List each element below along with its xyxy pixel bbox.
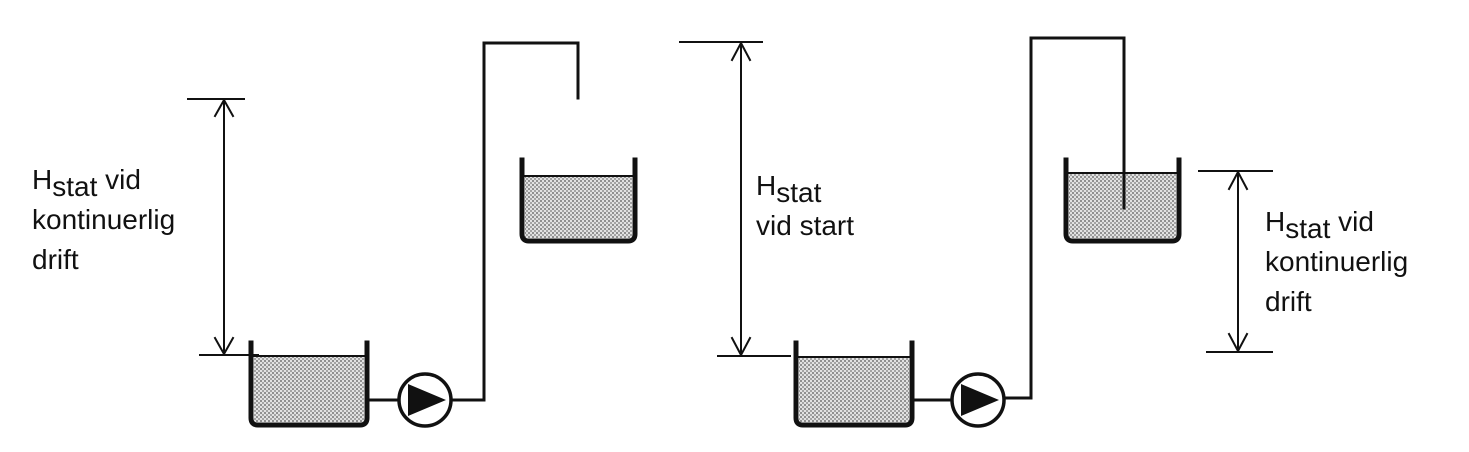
arrow-down-icon (730, 336, 752, 358)
arrow-down-icon (213, 336, 235, 357)
right-start-dimension (679, 40, 791, 358)
left-lower-tank (248, 340, 370, 428)
arrow-up-icon (213, 97, 235, 118)
arrow-up-icon (730, 40, 752, 62)
right-lower-tank (793, 340, 915, 428)
left-discharge-pipe (449, 41, 580, 402)
right-continuous-dimension (1198, 169, 1273, 354)
left-dimension (187, 97, 259, 357)
left-upper-tank (519, 157, 638, 244)
arrow-down-icon (1227, 332, 1249, 354)
arrow-up-icon (1227, 169, 1249, 191)
right-hstat-start-label: Hstat vid start (756, 170, 855, 241)
left-system (187, 41, 638, 428)
pump-icon (950, 372, 1006, 428)
pump-icon (397, 372, 453, 428)
right-upper-tank (1063, 157, 1182, 244)
right-hstat-continuous-label: Hstat vid kontinuerlig drift (1265, 206, 1409, 317)
right-system (679, 36, 1273, 428)
left-hstat-continuous-label: Hstat vid kontinuerlig drift (32, 164, 176, 275)
right-discharge-pipe (1002, 36, 1126, 400)
